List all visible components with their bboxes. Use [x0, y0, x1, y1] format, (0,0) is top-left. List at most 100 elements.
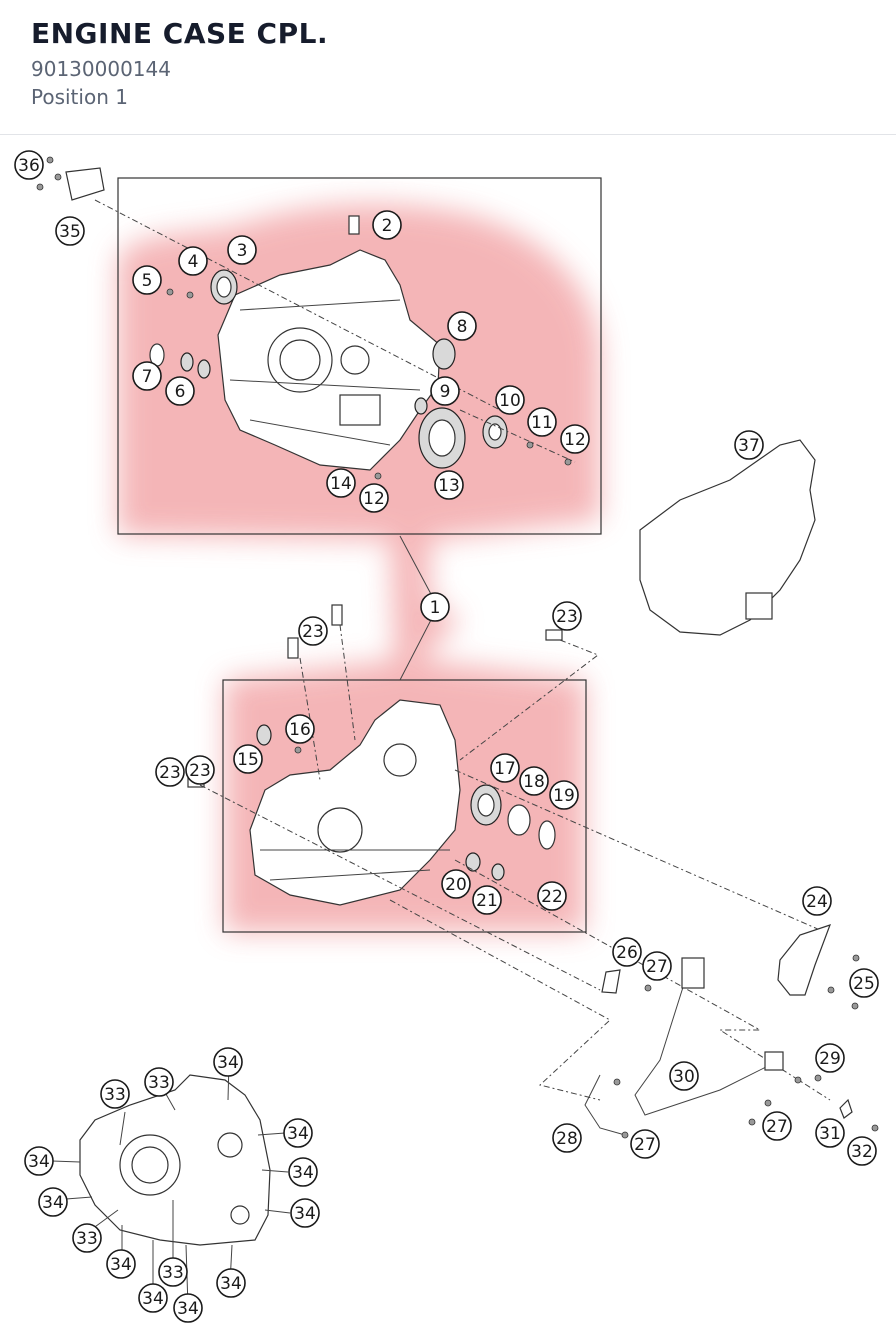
callout-circle[interactable] [106, 1249, 136, 1279]
callout-34[interactable]: 34 [173, 1293, 203, 1323]
callout-2[interactable]: 2 [372, 210, 402, 240]
callout-22[interactable]: 22 [537, 881, 567, 911]
callout-circle[interactable] [132, 361, 162, 391]
callout-circle[interactable] [288, 1157, 318, 1187]
callout-13[interactable]: 13 [434, 470, 464, 500]
callout-33[interactable]: 33 [144, 1067, 174, 1097]
callout-circle[interactable] [326, 468, 356, 498]
callout-19[interactable]: 19 [549, 780, 579, 810]
callout-34[interactable]: 34 [216, 1268, 246, 1298]
callout-26[interactable]: 26 [612, 937, 642, 967]
callout-32[interactable]: 32 [847, 1136, 877, 1166]
callout-circle[interactable] [283, 1118, 313, 1148]
callout-circle[interactable] [552, 601, 582, 631]
callout-21[interactable]: 21 [472, 885, 502, 915]
callout-24[interactable]: 24 [802, 886, 832, 916]
callout-circle[interactable] [285, 714, 315, 744]
callout-circle[interactable] [519, 766, 549, 796]
callout-circle[interactable] [430, 376, 460, 406]
callout-34[interactable]: 34 [38, 1187, 68, 1217]
callout-circle[interactable] [178, 246, 208, 276]
callout-circle[interactable] [472, 885, 502, 915]
callout-3[interactable]: 3 [227, 235, 257, 265]
callout-6[interactable]: 6 [165, 376, 195, 406]
callout-34[interactable]: 34 [290, 1198, 320, 1228]
callout-34[interactable]: 34 [213, 1047, 243, 1077]
callout-circle[interactable] [185, 755, 215, 785]
callout-circle[interactable] [642, 951, 672, 981]
callout-14[interactable]: 14 [326, 468, 356, 498]
callout-circle[interactable] [138, 1283, 168, 1313]
callout-circle[interactable] [815, 1118, 845, 1148]
callout-37[interactable]: 37 [734, 430, 764, 460]
callout-33[interactable]: 33 [100, 1079, 130, 1109]
callout-circle[interactable] [490, 753, 520, 783]
callout-circle[interactable] [434, 470, 464, 500]
callout-15[interactable]: 15 [233, 744, 263, 774]
callout-1[interactable]: 1 [420, 592, 450, 622]
callout-circle[interactable] [849, 968, 879, 998]
callout-30[interactable]: 30 [669, 1061, 699, 1091]
callout-circle[interactable] [630, 1129, 660, 1159]
callout-12[interactable]: 12 [560, 424, 590, 454]
callout-circle[interactable] [552, 1123, 582, 1153]
callout-9[interactable]: 9 [430, 376, 460, 406]
callout-27[interactable]: 27 [630, 1129, 660, 1159]
callout-29[interactable]: 29 [815, 1043, 845, 1073]
callout-circle[interactable] [612, 937, 642, 967]
callout-16[interactable]: 16 [285, 714, 315, 744]
callout-circle[interactable] [72, 1223, 102, 1253]
callout-circle[interactable] [359, 483, 389, 513]
callout-36[interactable]: 36 [14, 150, 44, 180]
callout-circle[interactable] [734, 430, 764, 460]
callout-circle[interactable] [213, 1047, 243, 1077]
callout-31[interactable]: 31 [815, 1118, 845, 1148]
callout-circle[interactable] [441, 869, 471, 899]
callout-circle[interactable] [495, 385, 525, 415]
callout-27[interactable]: 27 [762, 1111, 792, 1141]
callout-27[interactable]: 27 [642, 951, 672, 981]
callout-circle[interactable] [233, 744, 263, 774]
callout-34[interactable]: 34 [138, 1283, 168, 1313]
callout-circle[interactable] [144, 1067, 174, 1097]
callout-circle[interactable] [24, 1146, 54, 1176]
callout-23[interactable]: 23 [185, 755, 215, 785]
callout-4[interactable]: 4 [178, 246, 208, 276]
callout-circle[interactable] [55, 216, 85, 246]
callout-17[interactable]: 17 [490, 753, 520, 783]
callout-25[interactable]: 25 [849, 968, 879, 998]
callout-circle[interactable] [549, 780, 579, 810]
callout-23[interactable]: 23 [298, 616, 328, 646]
callout-23[interactable]: 23 [552, 601, 582, 631]
callout-circle[interactable] [158, 1257, 188, 1287]
callout-circle[interactable] [447, 311, 477, 341]
callout-18[interactable]: 18 [519, 766, 549, 796]
callout-12[interactable]: 12 [359, 483, 389, 513]
callout-5[interactable]: 5 [132, 265, 162, 295]
callout-8[interactable]: 8 [447, 311, 477, 341]
callout-circle[interactable] [560, 424, 590, 454]
callout-circle[interactable] [100, 1079, 130, 1109]
callout-circle[interactable] [537, 881, 567, 911]
callout-circle[interactable] [290, 1198, 320, 1228]
callout-circle[interactable] [420, 592, 450, 622]
callout-circle[interactable] [173, 1293, 203, 1323]
callout-10[interactable]: 10 [495, 385, 525, 415]
callout-circle[interactable] [815, 1043, 845, 1073]
callout-34[interactable]: 34 [24, 1146, 54, 1176]
callout-35[interactable]: 35 [55, 216, 85, 246]
callout-circle[interactable] [38, 1187, 68, 1217]
callout-34[interactable]: 34 [283, 1118, 313, 1148]
callout-23[interactable]: 23 [155, 757, 185, 787]
callout-33[interactable]: 33 [158, 1257, 188, 1287]
callout-circle[interactable] [527, 407, 557, 437]
callout-circle[interactable] [227, 235, 257, 265]
callout-28[interactable]: 28 [552, 1123, 582, 1153]
callout-circle[interactable] [372, 210, 402, 240]
callout-34[interactable]: 34 [288, 1157, 318, 1187]
callout-circle[interactable] [216, 1268, 246, 1298]
callout-33[interactable]: 33 [72, 1223, 102, 1253]
callout-circle[interactable] [298, 616, 328, 646]
callout-circle[interactable] [802, 886, 832, 916]
callout-circle[interactable] [165, 376, 195, 406]
